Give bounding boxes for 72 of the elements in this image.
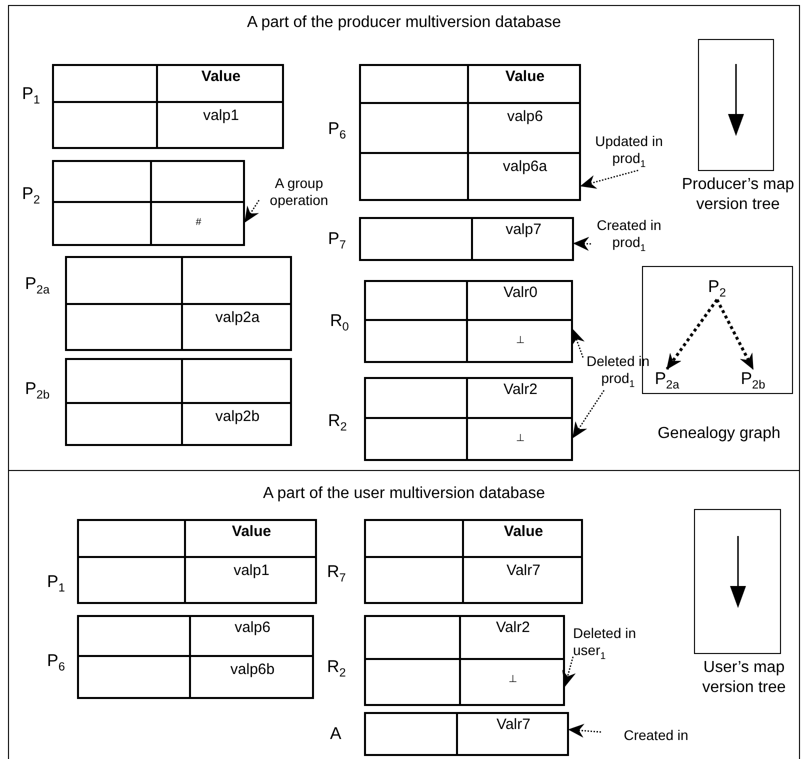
table-cell-text: Valr7 xyxy=(506,561,542,581)
row-label: P$_{7}$ xyxy=(328,230,346,252)
arrow xyxy=(568,724,602,738)
annotation: Created in xyxy=(601,727,711,744)
table-cell: Value xyxy=(158,64,284,103)
table-cell: Valr0 xyxy=(468,280,573,321)
annotation: Updated in prod$_{1}$ xyxy=(591,133,667,170)
table-cell: Valr2 xyxy=(468,377,573,419)
table xyxy=(364,519,583,604)
table xyxy=(364,377,573,461)
panel xyxy=(8,5,800,470)
arrow xyxy=(572,328,585,358)
row-label: P$_{2}$ xyxy=(22,185,40,206)
row-label: R$_{2}$ xyxy=(327,658,346,680)
table xyxy=(52,160,245,246)
table xyxy=(52,64,284,149)
arrow xyxy=(572,390,605,438)
arrow xyxy=(562,656,576,687)
node-label: P$_{2a}$ xyxy=(647,369,687,392)
panel-title: A part of the user multiversion database xyxy=(262,485,546,503)
node-label: User’s map version tree xyxy=(701,658,787,698)
table-cell-text: valp7 xyxy=(504,220,542,240)
table xyxy=(77,519,317,604)
table xyxy=(359,64,581,201)
node-label: Producer’s map version tree xyxy=(680,175,796,215)
node-label: P$_{2b}$ xyxy=(733,369,773,392)
table-cell-text: ⊥ xyxy=(515,432,526,446)
panel xyxy=(8,470,800,759)
table xyxy=(364,615,565,706)
table-cell: valp6 xyxy=(191,615,314,657)
table-cell-text: valp1 xyxy=(202,106,240,126)
table-cell-text: ⊥ xyxy=(508,673,518,687)
table-cell: Value xyxy=(469,64,581,104)
table-cell-text: ⊥ xyxy=(515,334,526,348)
table xyxy=(77,615,314,699)
table-cell: Valr2 xyxy=(461,615,565,660)
table-cell-text: Valr7 xyxy=(496,715,532,735)
panel-title: A part of the producer multiversion database xyxy=(246,14,562,32)
row-label: P$_{2b}$ xyxy=(25,380,50,402)
arrow xyxy=(580,170,638,189)
table xyxy=(364,712,569,756)
table-cell: Value xyxy=(464,519,583,558)
node-label: P$_{2}$ xyxy=(697,277,737,300)
row-label: P$_{1}$ xyxy=(22,85,40,106)
arrow xyxy=(573,236,592,251)
arrow xyxy=(716,298,754,370)
table-cell: valp6 xyxy=(469,104,581,154)
table-cell: Value xyxy=(186,519,317,558)
table-cell-text: valp6b xyxy=(229,660,276,680)
row-label: P$_{6}$ xyxy=(328,120,346,142)
table-cell-text: valp2b xyxy=(214,407,261,427)
annotation: Created in prod$_{1}$ xyxy=(591,217,667,254)
table-cell-text: # xyxy=(194,216,202,230)
row-label: P$_{2a}$ xyxy=(25,275,50,296)
table xyxy=(65,256,292,351)
annotation: A group operation xyxy=(259,175,339,209)
row-label: R$_{7}$ xyxy=(327,563,346,584)
row-label: A xyxy=(330,725,342,742)
table xyxy=(359,217,574,261)
arrow xyxy=(244,200,260,223)
row-label: P$_{6}$ xyxy=(47,652,65,674)
table-cell-text: valp6a xyxy=(502,157,548,177)
table xyxy=(364,280,573,363)
table-cell-text: valp2a xyxy=(214,308,261,328)
row-label: R$_{2}$ xyxy=(328,412,347,434)
node-label: Genealogy graph xyxy=(656,424,782,444)
table-cell-text: valp1 xyxy=(232,561,270,581)
arrow xyxy=(666,298,718,370)
table xyxy=(65,358,292,446)
row-label: R$_{0}$ xyxy=(330,312,349,334)
annotation: Deleted in user$_{1}$ xyxy=(573,625,663,662)
row-label: P$_{1}$ xyxy=(47,573,65,594)
